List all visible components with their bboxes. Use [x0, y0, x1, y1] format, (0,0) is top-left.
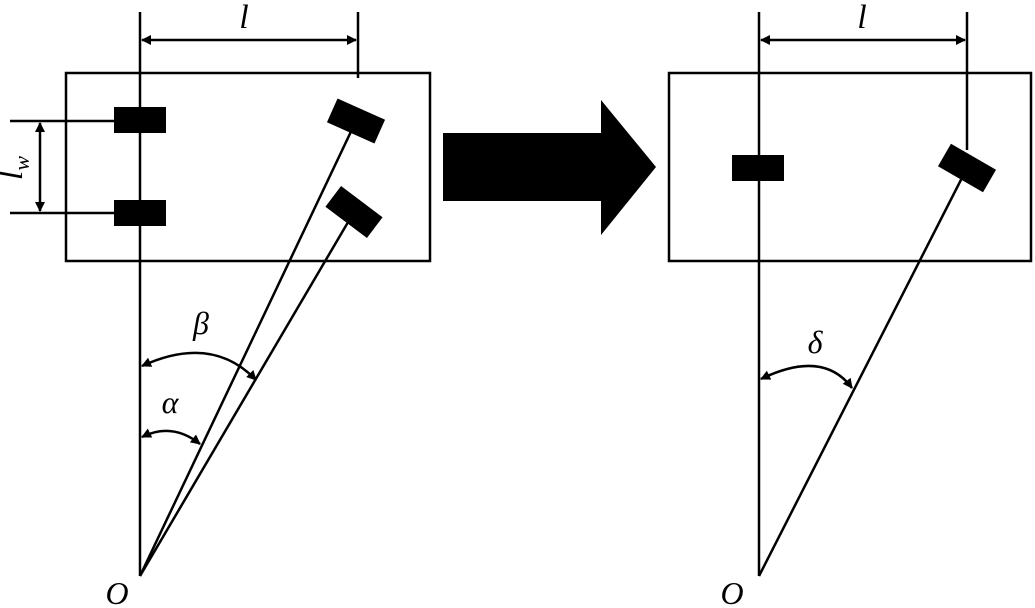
left-track-label: lw [0, 156, 34, 180]
left-alpha-arc [141, 428, 201, 445]
left-beta-arc [141, 351, 257, 381]
transform-arrow-icon [443, 100, 656, 235]
right-vehicle-body [667, 71, 1033, 263]
left-rear-wheel-top [114, 107, 166, 133]
right-rear-wheel [732, 155, 784, 181]
left-angle-beta-label: β [192, 305, 209, 341]
svg-text:lw: lw [0, 156, 34, 180]
right-delta-arc [760, 364, 854, 389]
left-four-wheel-model: l lw β α O [0, 0, 432, 608]
right-wheelbase-label: l [857, 0, 866, 36]
right-angle-delta-label: δ [808, 324, 824, 360]
right-origin-label: O [720, 575, 743, 608]
left-wheelbase-label: l [239, 0, 248, 36]
right-bicycle-model: l δ O [667, 0, 1033, 608]
left-track-label-main: l [0, 171, 30, 180]
right-front-wheel-ray [757, 167, 969, 577]
left-angle-alpha-label: α [162, 384, 180, 420]
left-track-label-subscript: w [9, 156, 34, 171]
left-outer-wheel-ray [138, 120, 358, 577]
left-inner-wheel-ray [138, 211, 356, 577]
left-origin-label: O [105, 575, 128, 608]
left-vehicle-body [64, 71, 432, 263]
left-rear-wheel-bottom [114, 200, 166, 226]
